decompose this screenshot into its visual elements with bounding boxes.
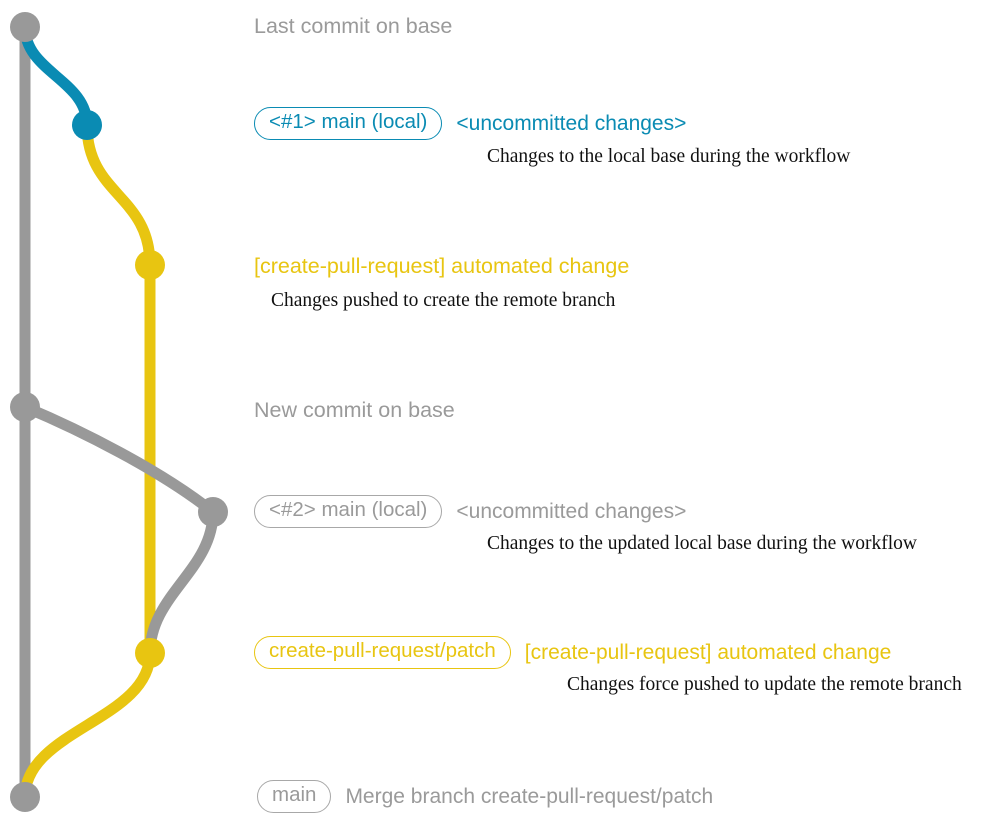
subject-uncommitted-changes-2: <uncommitted changes> [456, 499, 687, 523]
pill-main-local-1[interactable]: <#1> main (local) [254, 107, 443, 140]
headline-new-commit-on-base: New commit on base [254, 398, 455, 422]
row-create-pull-request-patch: create-pull-request/patch [create-pull-r… [254, 636, 891, 669]
subject-merge-branch: Merge branch create-pull-request/patch [345, 784, 714, 808]
description-local-uncommitted-2: Changes to the updated local base during… [487, 533, 917, 554]
subject-create-pull-request-automated-change-2: [create-pull-request] automated change [524, 640, 892, 664]
pill-create-pull-request-patch[interactable]: create-pull-request/patch [254, 636, 511, 669]
node-patch-commit-1[interactable] [135, 250, 165, 280]
description-local-uncommitted-1: Changes to the local base during the wor… [487, 146, 851, 167]
node-patch-commit-2[interactable] [135, 638, 165, 668]
patch-merge-yellow-line [19, 647, 156, 803]
node-base-last-commit[interactable] [10, 12, 40, 42]
headline-create-pull-request-automated-change-1: [create-pull-request] automated change [254, 254, 630, 278]
node-base-merge-commit[interactable] [10, 782, 40, 812]
node-local-commit-2[interactable] [198, 497, 228, 527]
local-branch-blue-line [19, 21, 93, 131]
node-local-commit-1[interactable] [72, 110, 102, 140]
pill-main-local-2[interactable]: <#2> main (local) [254, 495, 443, 528]
pill-main[interactable]: main [257, 780, 332, 813]
subject-uncommitted-changes-1: <uncommitted changes> [456, 111, 687, 135]
headline-last-commit-on-base: Last commit on base [254, 14, 453, 38]
base-to-local2-gray-line [19, 401, 219, 518]
description-create-pull-request-patch: Changes force pushed to update the remot… [567, 674, 962, 695]
row-local-uncommitted-1: <#1> main (local) <uncommitted changes> [254, 107, 686, 140]
patch-branch-yellow-line-upper [81, 119, 156, 271]
row-main-merge: main Merge branch create-pull-request/pa… [257, 780, 713, 813]
node-base-new-commit[interactable] [10, 392, 40, 422]
local2-to-patch2-gray-line [144, 506, 219, 659]
row-local-uncommitted-2: <#2> main (local) <uncommitted changes> [254, 495, 686, 528]
description-create-pull-request-automated-change-1: Changes pushed to create the remote bran… [271, 290, 616, 311]
